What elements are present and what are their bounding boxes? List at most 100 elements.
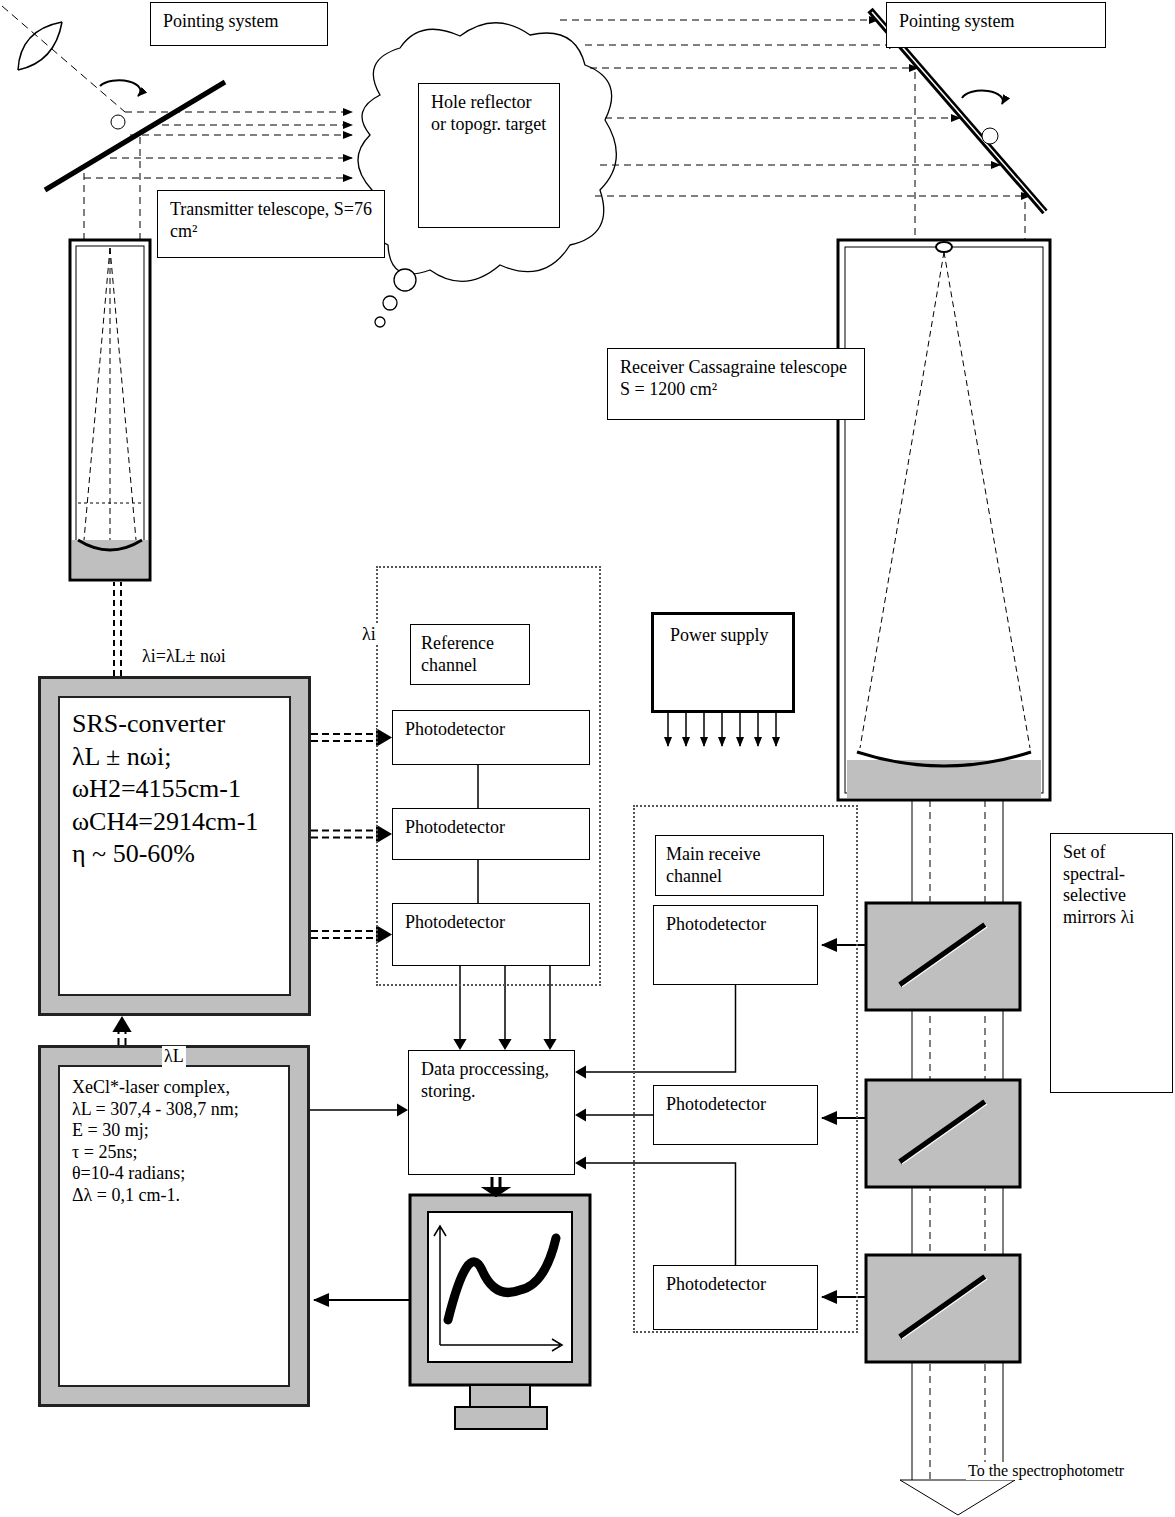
node-text: Set of spectral-selective mirrors λi — [1063, 842, 1160, 928]
pointing-system-box: Pointing system — [150, 2, 328, 46]
pointing-system-box: Pointing system — [886, 2, 1106, 48]
receiver-telescope — [838, 240, 1050, 800]
arrowhead — [397, 1103, 408, 1116]
reference-channel-group: Reference channelPhotodetectorPhotodetec… — [376, 566, 601, 986]
power-arrows — [668, 713, 776, 746]
arrowhead — [575, 1108, 586, 1121]
drawing-part — [2, 6, 125, 112]
connector — [453, 966, 466, 1050]
target-box: Hole reflector or topogr. target — [418, 83, 560, 228]
connector — [311, 728, 392, 747]
drawing-part — [76, 246, 144, 574]
drawing-part — [110, 248, 136, 540]
drawing-part — [822, 1117, 866, 1119]
connector — [478, 860, 479, 903]
node-text: Power supply — [670, 625, 776, 647]
photodetector-box: Photodetector — [653, 1265, 818, 1330]
drawing-part — [866, 1080, 1020, 1187]
node-text: Photodetector — [666, 1094, 805, 1116]
main-receive-group: Main receive channelPhotodetectorPhotode… — [633, 805, 858, 1333]
drawing-part — [595, 196, 1030, 197]
node-text: Photodetector — [666, 914, 805, 936]
drawing-part — [900, 925, 985, 985]
node-text: Photodetector — [405, 719, 577, 741]
arrowhead — [376, 728, 392, 747]
drawing-part — [111, 115, 125, 129]
connector-part — [311, 930, 376, 932]
drawing-part — [902, 1104, 987, 1164]
drawing-part — [410, 1195, 590, 1385]
node-text: Transmitter telescope, S=76 cm² — [170, 199, 372, 242]
drawing-part — [667, 713, 669, 746]
drawing-part — [72, 540, 148, 578]
connector — [311, 925, 392, 944]
power-supply-box: Power supply — [651, 612, 795, 713]
data-processing-box: Data proccessing, storing. — [408, 1050, 575, 1175]
drawing-part — [982, 128, 998, 144]
connector — [575, 1156, 736, 1265]
photodetector-box: Photodetector — [392, 808, 590, 860]
laser-box: XeCl*-laser complex,λL = 307,4 - 308,7 n… — [38, 1045, 310, 1407]
monitor-links — [314, 1177, 508, 1300]
connector-part — [118, 1032, 120, 1045]
photodetector-box: Photodetector — [653, 905, 818, 985]
arrowhead — [112, 1016, 131, 1032]
arrowhead — [376, 824, 392, 843]
drawing-part — [150, 125, 352, 126]
drawing-part — [84, 248, 136, 540]
node-text: Hole reflector or topogr. target — [431, 92, 547, 135]
drawing-part — [900, 1102, 985, 1162]
telescope-label: Receiver Cassagraine telescope S = 1200 … — [607, 348, 865, 420]
drawing-part — [857, 752, 1031, 766]
drawing-part — [120, 582, 122, 676]
drawing-part — [822, 945, 866, 1297]
arrowhead — [575, 1156, 586, 1169]
transmitter-telescope — [70, 240, 150, 580]
receive-beams — [560, 20, 1030, 240]
connector — [543, 966, 556, 1050]
drawing-part — [394, 269, 416, 291]
beam-label: λi — [360, 624, 378, 645]
arrowhead — [575, 1065, 586, 1078]
drawing-part — [125, 112, 352, 113]
node-text: λL = 307,4 - 308,7 nm; — [72, 1099, 276, 1121]
drawing-part — [448, 1238, 556, 1320]
drawing-part — [140, 135, 141, 240]
drawing-part — [110, 158, 352, 159]
drawing-part — [18, 22, 62, 70]
srs-converter-box: SRS-converterλL ± nωi;ωH2=4155cm-1ωCH4=2… — [38, 676, 311, 1016]
drawing-part — [110, 248, 111, 540]
beam-label: To the spectrophotometr — [966, 1462, 1126, 1480]
connector-part — [586, 985, 736, 1072]
arrowhead — [376, 925, 392, 944]
arrowhead — [453, 1039, 466, 1050]
drawing-part — [48, 87, 228, 195]
node-text: XeCl*-laser complex, — [72, 1077, 276, 1099]
photodetector-box: Photodetector — [392, 710, 590, 765]
connector-part — [477, 860, 479, 903]
panel: SRS-converterλL ± nωi;ωH2=4155cm-1ωCH4=2… — [58, 696, 291, 996]
drawing-part — [900, 1277, 985, 1337]
drawing-part — [78, 540, 142, 550]
connector-part — [459, 966, 461, 1039]
drawing-part — [358, 23, 616, 282]
drawing-part — [434, 1226, 562, 1351]
connector — [498, 966, 511, 1050]
connector — [575, 1108, 653, 1121]
drawing-part — [902, 1279, 987, 1339]
drawing-part — [130, 135, 352, 136]
arrowhead — [543, 1039, 556, 1050]
telescope-label: Transmitter telescope, S=76 cm² — [157, 190, 385, 258]
connector-part — [310, 1109, 397, 1111]
node-text: Reference channel — [410, 624, 530, 685]
drawing-part — [860, 252, 944, 748]
node-text: Photodetector — [666, 1274, 805, 1296]
beam-to-telescope — [114, 582, 121, 676]
drawing-part — [721, 713, 723, 746]
node-text: Δλ = 0,1 cm-1. — [72, 1185, 276, 1207]
eye-symbol — [2, 6, 125, 112]
mirror-set-label: Set of spectral-selective mirrors λi — [1050, 833, 1173, 1093]
arrowhead — [498, 1039, 511, 1050]
drawing-part — [944, 252, 1030, 748]
drawing-part — [605, 118, 960, 119]
